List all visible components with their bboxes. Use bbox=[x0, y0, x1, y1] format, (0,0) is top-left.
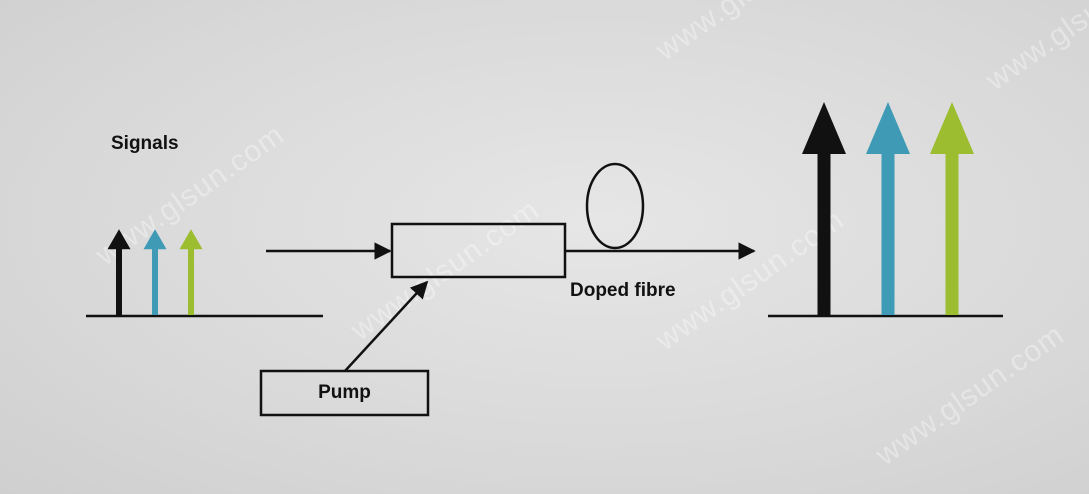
signal-arrow-head-teal bbox=[866, 102, 910, 154]
signal-arrow-head-teal bbox=[143, 229, 167, 250]
signal-arrow-shaft-teal bbox=[881, 153, 895, 315]
signal-arrow-shaft-black bbox=[116, 248, 122, 315]
signal-arrow-head-green bbox=[930, 102, 974, 154]
coupler-box bbox=[390, 222, 567, 279]
signal-arrow-shaft-black bbox=[817, 153, 831, 315]
signals-label: Signals bbox=[111, 133, 179, 154]
signal-arrow-head-black bbox=[802, 102, 846, 154]
pump-label: Pump bbox=[318, 382, 371, 403]
pump-box bbox=[259, 369, 430, 417]
signal-arrow-head-black bbox=[107, 229, 131, 250]
pump-arrow bbox=[344, 280, 429, 372]
signal-arrow-shaft-green bbox=[945, 153, 959, 315]
doped-fibre-label: Doped fibre bbox=[570, 280, 676, 301]
input-signal-arrows bbox=[107, 229, 203, 315]
signal-arrow-head-green bbox=[179, 229, 203, 250]
signal-arrow-shaft-teal bbox=[152, 248, 158, 315]
fibre-coil bbox=[585, 162, 645, 250]
signal-arrow-shaft-green bbox=[188, 248, 194, 315]
output-signal-arrows bbox=[802, 102, 974, 315]
